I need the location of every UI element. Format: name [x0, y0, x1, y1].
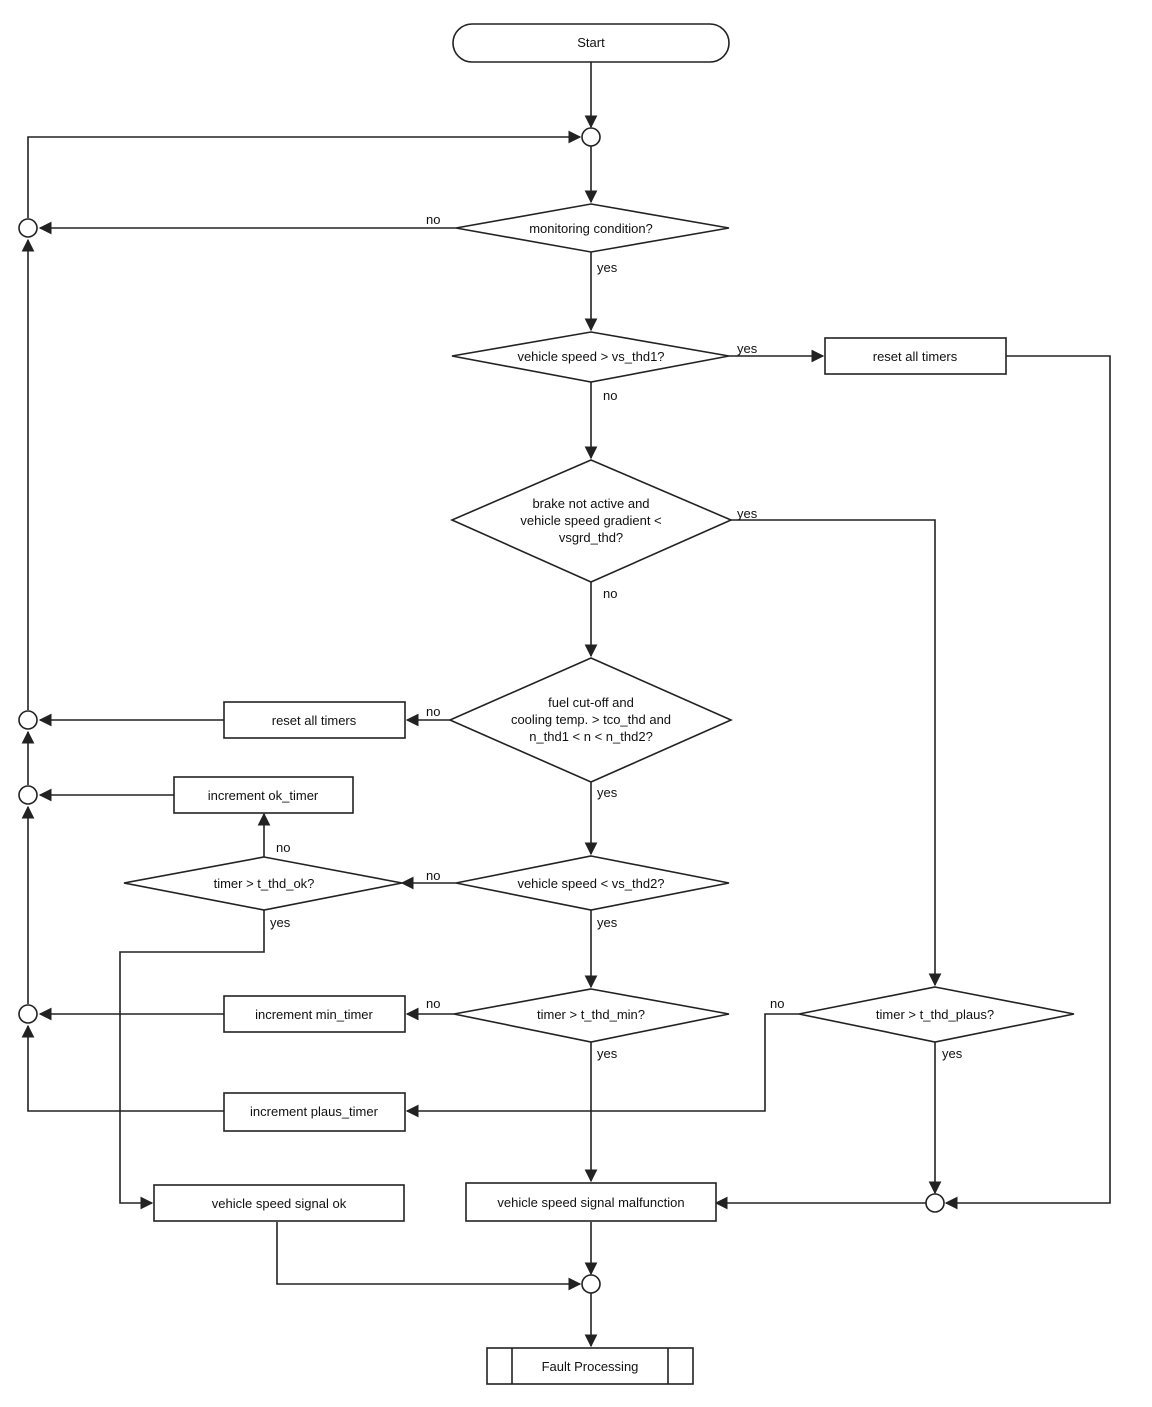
decision-timer-plaus	[798, 986, 1075, 1043]
process-increment-plaus-label: increment plaus_timer	[250, 1104, 379, 1119]
process-increment-min	[223, 995, 406, 1033]
process-reset-left	[223, 701, 406, 739]
decision-timer-min-label: timer > t_thd_min?	[537, 1007, 645, 1022]
label-speed2-no: no	[426, 868, 440, 883]
decision-timer-ok	[123, 856, 403, 911]
junction-left-3	[18, 785, 38, 805]
label-timerok-no: no	[276, 840, 290, 855]
label-fuel-no: no	[426, 704, 440, 719]
decision-monitoring-label: monitoring condition?	[529, 221, 653, 236]
process-signal-malfunction	[465, 1182, 717, 1222]
process-fault-label: Fault Processing	[542, 1359, 639, 1374]
connector-lines	[21, 62, 1111, 1348]
edge-signalok-merge	[276, 1222, 582, 1291]
label-timerok-yes: yes	[270, 915, 291, 930]
edge-reset-bottom	[944, 355, 1111, 1210]
decision-speed-thd2	[455, 855, 730, 911]
process-signal-ok-label: vehicle speed signal ok	[212, 1196, 347, 1211]
decision-brake-line3: vsgrd_thd?	[559, 530, 623, 545]
branch-labels: no yes yes no yes no no yes no no yes ye…	[270, 212, 963, 1061]
label-monitoring-no: no	[426, 212, 440, 227]
decision-timer-ok-label: timer > t_thd_ok?	[214, 876, 315, 891]
label-brake-no: no	[603, 586, 617, 601]
junction-circles	[18, 127, 945, 1294]
start-label: Start	[577, 35, 605, 50]
decision-timer-plaus-label: timer > t_thd_plaus?	[876, 1007, 994, 1022]
label-speed2-yes: yes	[597, 915, 618, 930]
decision-brake	[450, 459, 734, 583]
decision-brake-line2: vehicle speed gradient <	[520, 513, 661, 528]
junction-top	[581, 127, 601, 147]
decision-fuel-line2: cooling temp. > tco_thd and	[511, 712, 671, 727]
edge-brake-plaus	[731, 519, 942, 987]
decision-speed-thd1	[451, 331, 730, 383]
process-increment-plaus	[223, 1092, 406, 1132]
junction-left-2	[18, 710, 38, 730]
start-terminal	[452, 23, 730, 63]
decision-fuel-line1: fuel cut-off and	[548, 695, 634, 710]
decision-timer-min	[453, 988, 730, 1043]
edge-timerok-signalok	[119, 910, 265, 1210]
label-timermin-no: no	[426, 996, 440, 1011]
label-speed1-no: no	[603, 388, 617, 403]
process-reset-right	[824, 337, 1007, 375]
decision-fuel-line3: n_thd1 < n < n_thd2?	[529, 729, 653, 744]
process-signal-malfunction-label: vehicle speed signal malfunction	[497, 1195, 684, 1210]
label-brake-yes: yes	[737, 506, 758, 521]
junction-left-1	[18, 218, 38, 238]
edge-incplaus-left	[21, 1024, 224, 1112]
junction-final	[581, 1274, 601, 1294]
process-signal-ok	[153, 1184, 405, 1222]
decision-speed-thd2-label: vehicle speed < vs_thd2?	[517, 876, 664, 891]
label-plaus-yes: yes	[942, 1046, 963, 1061]
process-increment-min-label: increment min_timer	[255, 1007, 373, 1022]
label-speed1-yes: yes	[737, 341, 758, 356]
junction-bottom-right	[925, 1193, 945, 1213]
label-fuel-yes: yes	[597, 785, 618, 800]
process-increment-ok-label: increment ok_timer	[208, 788, 319, 803]
decision-fuel	[448, 657, 733, 783]
junction-left-4	[18, 1004, 38, 1024]
decision-monitoring	[455, 203, 730, 253]
process-increment-ok	[173, 776, 354, 814]
label-timermin-yes: yes	[597, 1046, 618, 1061]
label-plaus-no: no	[770, 996, 784, 1011]
decision-speed-thd1-label: vehicle speed > vs_thd1?	[517, 349, 664, 364]
process-fault	[486, 1347, 694, 1385]
edge-plaus-incplaus	[405, 1013, 799, 1118]
label-monitoring-yes: yes	[597, 260, 618, 275]
decision-brake-line1: brake not active and	[532, 496, 649, 511]
process-reset-left-label: reset all timers	[272, 713, 357, 728]
edge-loop-top	[27, 130, 582, 218]
process-reset-right-label: reset all timers	[873, 349, 958, 364]
